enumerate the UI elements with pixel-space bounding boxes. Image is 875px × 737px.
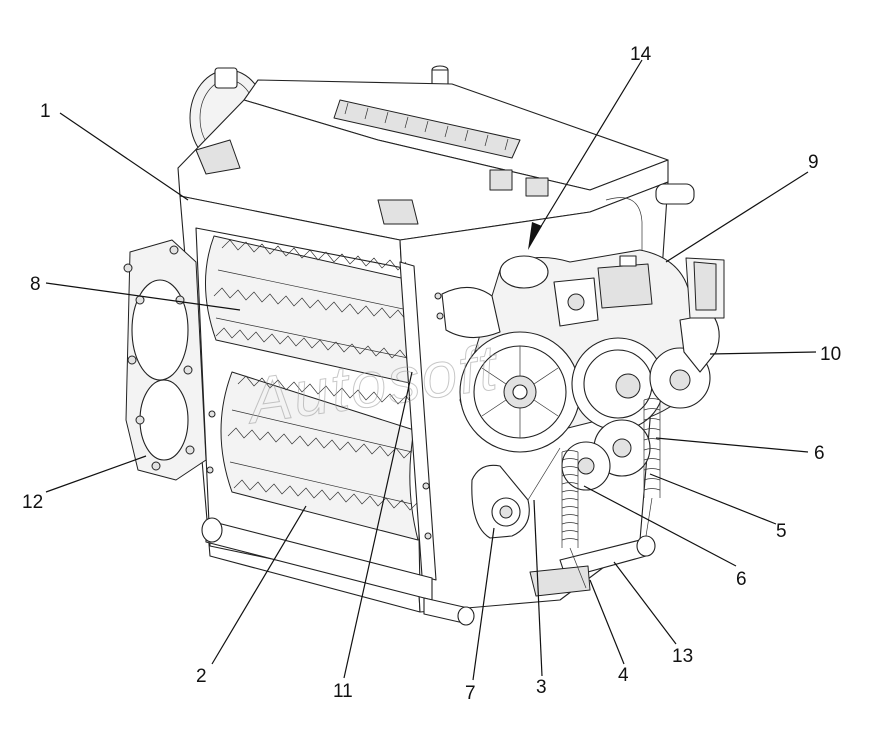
callout-8: 8 bbox=[30, 274, 41, 295]
callout-2: 2 bbox=[196, 666, 207, 687]
callout-6a: 6 bbox=[814, 443, 825, 464]
leader-10 bbox=[709, 351, 817, 355]
leader-1 bbox=[59, 112, 189, 201]
leader-14 bbox=[539, 59, 643, 229]
leader-5 bbox=[649, 473, 777, 525]
callout-14: 14 bbox=[630, 44, 652, 65]
leader-3 bbox=[533, 499, 543, 677]
callout-4: 4 bbox=[618, 665, 629, 686]
callout-5: 5 bbox=[776, 521, 787, 542]
callout-7: 7 bbox=[465, 683, 476, 704]
leader-13 bbox=[613, 561, 677, 645]
leader-6b bbox=[583, 485, 737, 567]
callout-9: 9 bbox=[808, 152, 819, 173]
leader-2 bbox=[211, 505, 307, 665]
leader-11 bbox=[343, 371, 413, 679]
leader-8 bbox=[45, 282, 241, 311]
machine-illustration bbox=[123, 65, 725, 626]
leader-6a bbox=[655, 437, 809, 453]
leader-lines bbox=[45, 59, 817, 681]
callout-13: 13 bbox=[672, 646, 693, 667]
callout-10: 10 bbox=[820, 344, 841, 365]
callout-1: 1 bbox=[40, 101, 51, 122]
arrow-head-14 bbox=[528, 222, 542, 250]
callout-labels: 1 2 3 4 5 6 6 7 8 9 10 11 12 13 14 bbox=[22, 44, 841, 704]
callout-6b: 6 bbox=[736, 569, 747, 590]
callout-12: 12 bbox=[22, 492, 43, 513]
callout-3: 3 bbox=[536, 677, 547, 698]
leader-9 bbox=[665, 171, 809, 263]
leader-7 bbox=[472, 527, 495, 681]
leader-4 bbox=[589, 579, 625, 665]
callout-11: 11 bbox=[333, 681, 353, 702]
leader-12 bbox=[45, 455, 147, 493]
